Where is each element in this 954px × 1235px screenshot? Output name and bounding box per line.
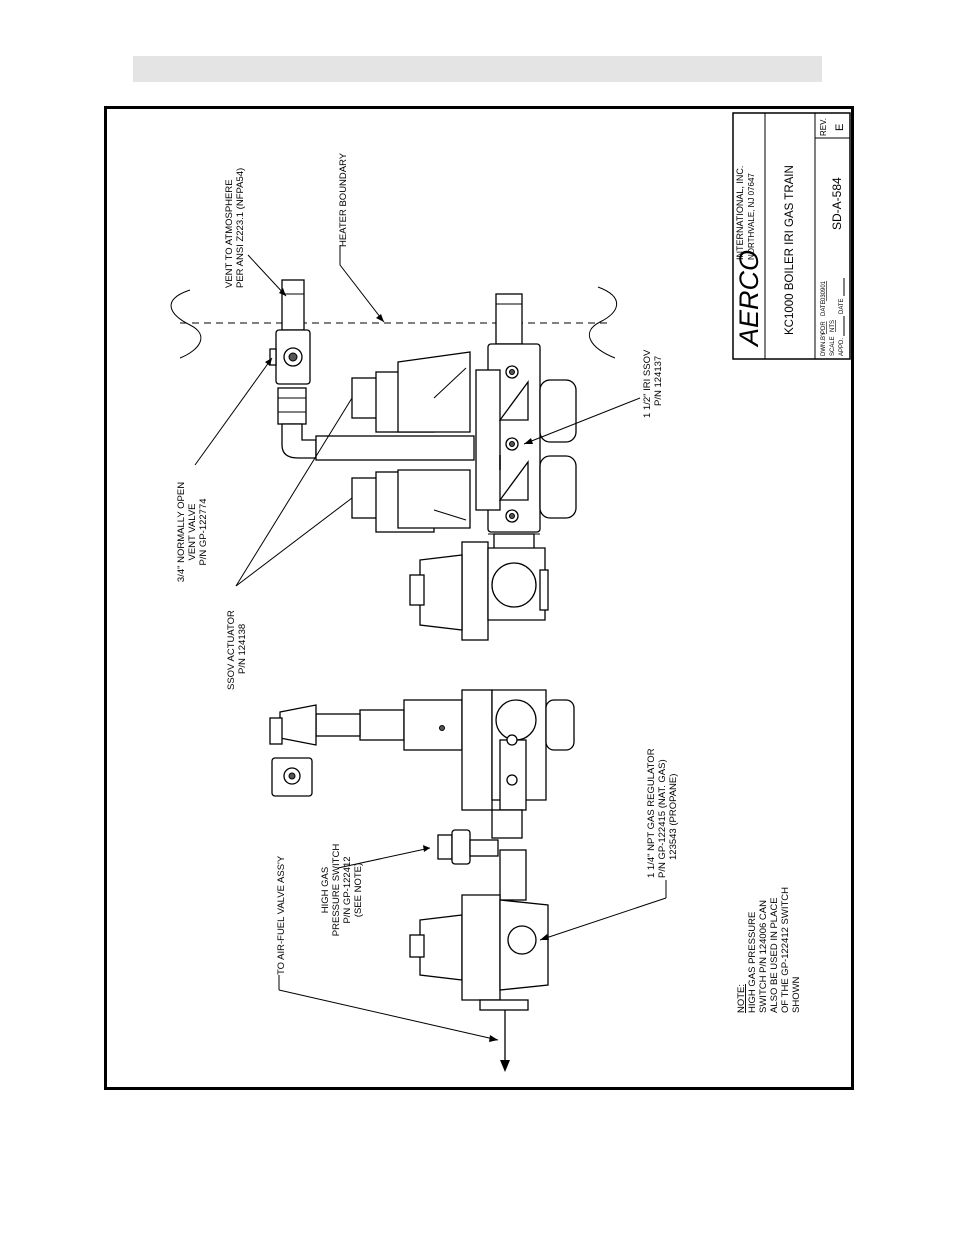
leader-lines xyxy=(194,245,667,1042)
switch-callout-line4: (SEE NOTE) xyxy=(353,863,364,917)
vent-valve-callout-line1: 3/4" NORMALLY OPEN xyxy=(176,482,187,582)
approved-label: APPD. xyxy=(839,338,845,356)
rev-label: REV. xyxy=(819,118,828,136)
regulator-callout-line1: 1 1/4" NPT GAS REGULATOR xyxy=(646,748,657,878)
note-line3: ALSO BE USED IN PLACE xyxy=(769,897,780,1013)
drawn-by-value: PDR xyxy=(821,321,827,334)
ssov-callout-line1: 1 1/2" IRI SSOV xyxy=(642,349,653,418)
scale-value: NTS xyxy=(830,320,836,332)
switch-callout-line1: HIGH GAS xyxy=(320,867,331,913)
note-block: NOTE: HIGH GAS PRESSURE SWITCH P/N 12400… xyxy=(736,887,802,1013)
main-regulator xyxy=(409,849,549,1072)
heater-boundary xyxy=(170,286,618,359)
actuator-callout-line2: P/N 124138 xyxy=(237,624,248,674)
company-logo: AERCO xyxy=(734,250,764,348)
heater-boundary-label: HEATER BOUNDARY xyxy=(338,152,349,247)
date-label: DATE xyxy=(821,300,827,316)
drawing-number: SD-A-584 xyxy=(830,177,844,230)
switch-callout-line3: P/N GP-122412 xyxy=(342,856,353,923)
title-block: AERCO INTERNATIONAL, INC. NORTHVALE, NJ … xyxy=(732,112,851,360)
company-address-line: NORTHVALE, NJ 07647 xyxy=(747,173,756,260)
company-name-line: INTERNATIONAL, INC. xyxy=(735,166,745,260)
vent-valve-callout-line3: P/N GP-122774 xyxy=(198,498,209,565)
drawing-title: KC1000 BOILER IRI GAS TRAIN xyxy=(784,165,796,335)
drawing-frame xyxy=(104,106,854,1090)
note-line5: SHOWN xyxy=(791,976,802,1013)
ssov-actuator-lower xyxy=(351,469,471,533)
note-line1: HIGH GAS PRESSURE xyxy=(747,912,758,1013)
ssov-actuator-upper xyxy=(351,351,471,433)
actuator-callout-line1: SSOV ACTUATOR xyxy=(226,610,237,690)
rev-value: E xyxy=(834,124,846,131)
vent-valve-callout-line2: VENT VALVE xyxy=(187,503,198,560)
vent-callout-line2: PER ANSI Z223.1 (NFPA54) xyxy=(235,168,246,288)
drawn-by-label: DWN.BY xyxy=(821,332,827,356)
regulator-callout-line3: 123543 (PROPANE) xyxy=(668,774,679,860)
header-bar xyxy=(133,56,822,82)
scale-label: SCALE xyxy=(830,336,836,356)
vent-callout-line1: VENT TO ATMOSPHERE xyxy=(224,179,235,288)
regulator-lower xyxy=(461,689,575,839)
branch-piping xyxy=(269,699,463,797)
ssov-callout-line2: P/N 124137 xyxy=(653,356,664,406)
date-value: 030901 xyxy=(821,280,827,301)
note-line2: SWITCH P/N 124006 CAN xyxy=(758,900,769,1013)
regulator-callout-line2: P/N GP-122415 (NAT. GAS) xyxy=(657,759,668,878)
regulator-upper xyxy=(409,541,549,641)
note-heading: NOTE: xyxy=(736,984,747,1013)
ssov-valve-body xyxy=(475,293,577,553)
approved-date-label: DATE xyxy=(839,298,845,314)
vent-assembly xyxy=(269,279,475,461)
switch-callout-line2: PRESSURE SWITCH xyxy=(331,844,342,937)
high-gas-pressure-switch xyxy=(437,829,499,865)
air-fuel-callout: TO AIR-FUEL VALVE ASS'Y xyxy=(276,855,287,975)
note-line4: OF THE GP-122412 SWITCH xyxy=(780,887,791,1013)
